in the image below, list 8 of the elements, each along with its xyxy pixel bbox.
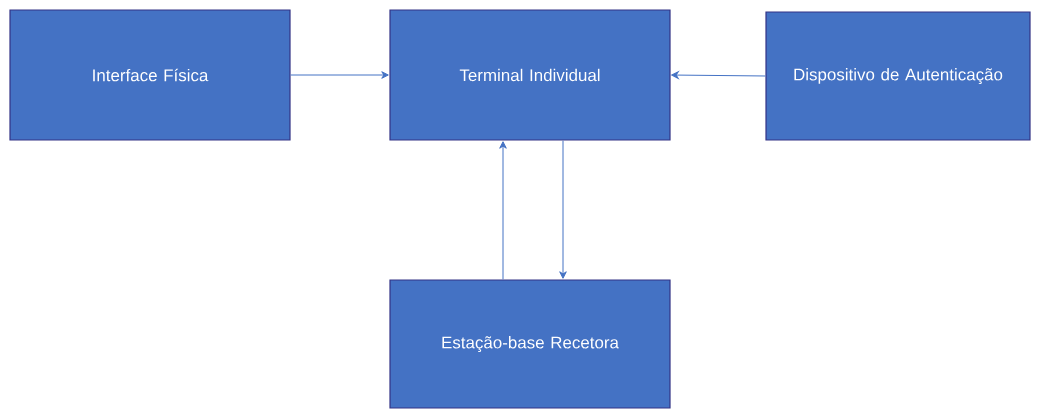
arrow (499, 141, 507, 280)
arrow (290, 71, 389, 79)
process-box: Estação-base Recetora (389, 279, 671, 409)
arrow (671, 71, 766, 79)
process-box: Dispositivo de Autenticação (765, 11, 1031, 141)
process-box: Terminal Individual (389, 9, 671, 141)
arrow (559, 140, 567, 279)
process-box: Interface Física (9, 9, 291, 141)
